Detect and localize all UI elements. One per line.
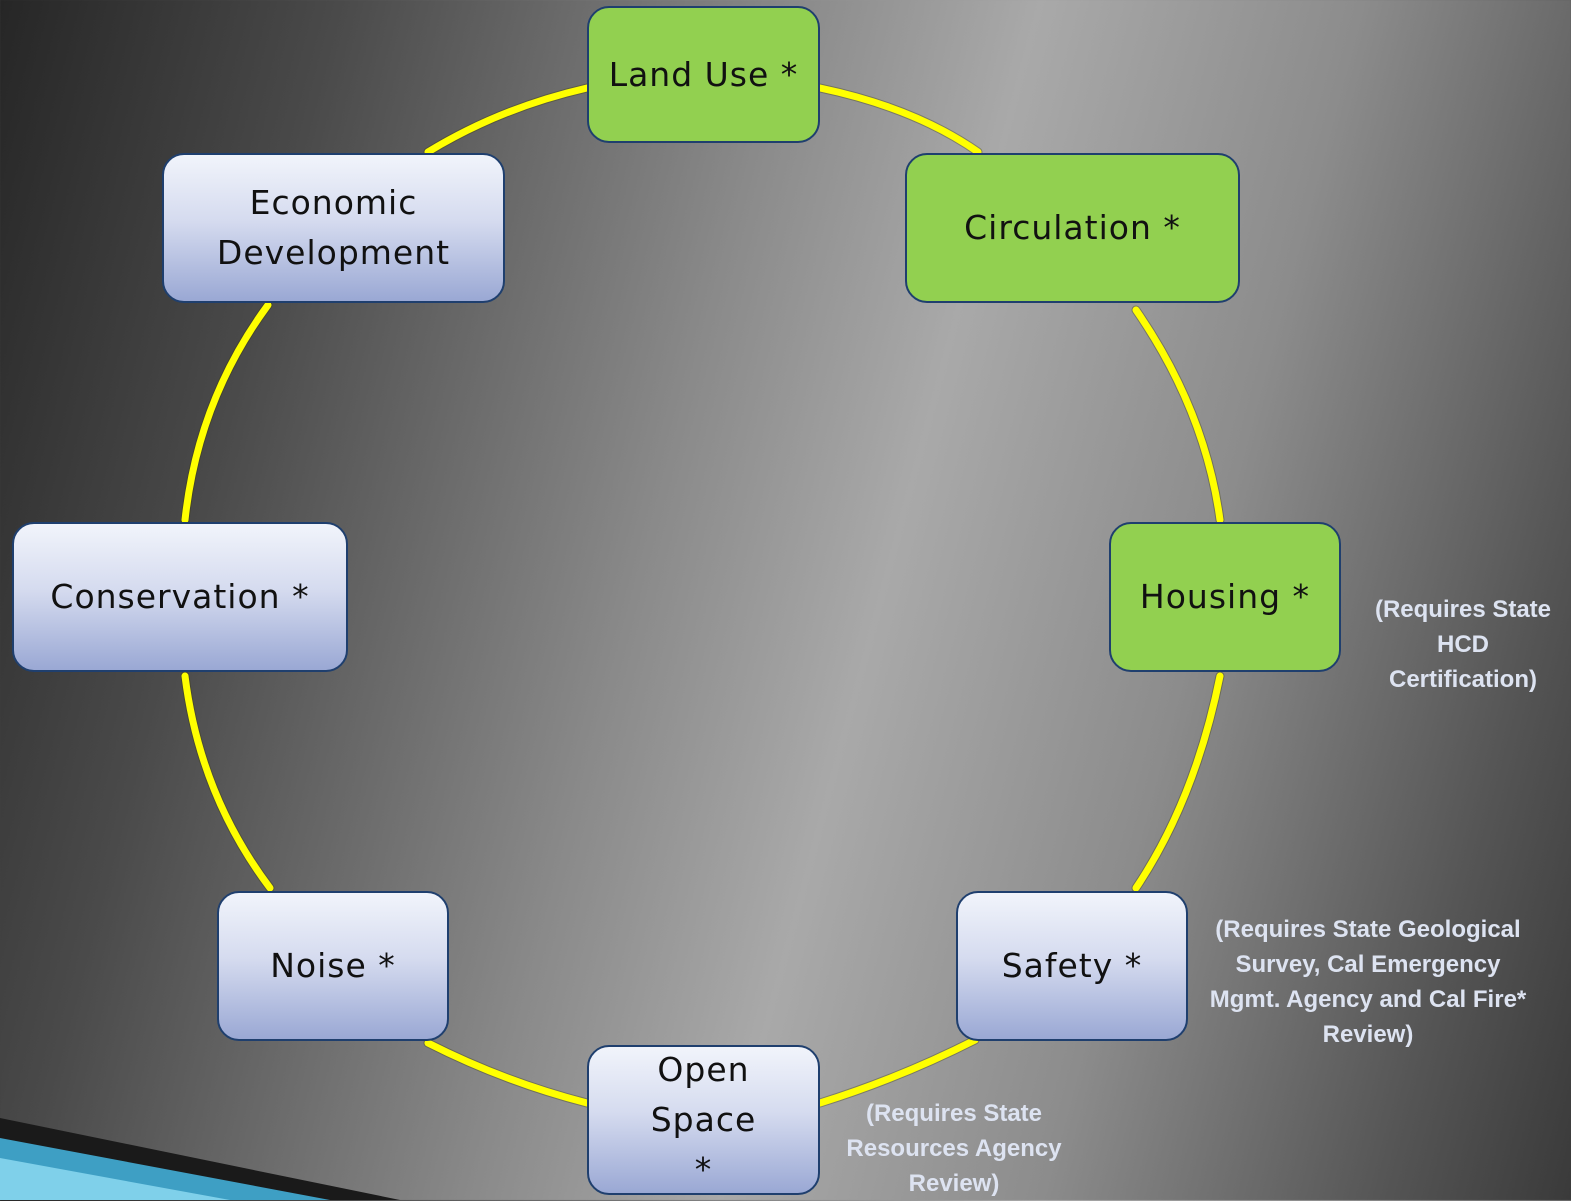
element-conservation[interactable]: Conservation * <box>12 522 348 672</box>
connector-land-use-circulation <box>816 84 982 156</box>
element-economic-development[interactable]: Economic Development <box>162 153 505 303</box>
connector-conservation-economic <box>181 301 272 524</box>
connector-open-space-noise <box>424 1039 591 1107</box>
element-label: Conservation * <box>50 577 310 616</box>
element-label: Housing * <box>1139 577 1311 616</box>
connector-economic-land-use <box>424 84 591 156</box>
connector-noise-conservation <box>181 672 274 892</box>
element-land-use[interactable]: Land Use * <box>587 6 820 143</box>
element-label: Open Space * <box>650 1050 757 1189</box>
element-label: Land Use * <box>608 54 799 94</box>
note-open-space-review: (Requires State Resources Agency Review) <box>846 1100 1062 1197</box>
connector-housing-safety <box>1132 672 1224 892</box>
note-housing-certification: (Requires State HCD Certification) <box>1374 596 1552 693</box>
element-label: Noise * <box>270 946 396 985</box>
element-noise[interactable]: Noise * <box>217 891 449 1041</box>
element-label: Circulation * <box>964 208 1181 247</box>
connector-safety-open-space <box>816 1036 979 1107</box>
element-circulation[interactable]: Circulation * <box>905 153 1240 303</box>
element-safety[interactable]: Safety * <box>956 891 1188 1041</box>
element-open-space[interactable]: Open Space * <box>587 1045 820 1195</box>
element-label: Economic Development <box>216 183 451 272</box>
note-safety-review: (Requires State Geological Survey, Cal E… <box>1209 916 1527 1048</box>
element-label: Safety * <box>1001 946 1143 985</box>
element-housing[interactable]: Housing * <box>1109 522 1341 672</box>
connector-circulation-housing <box>1132 306 1224 524</box>
